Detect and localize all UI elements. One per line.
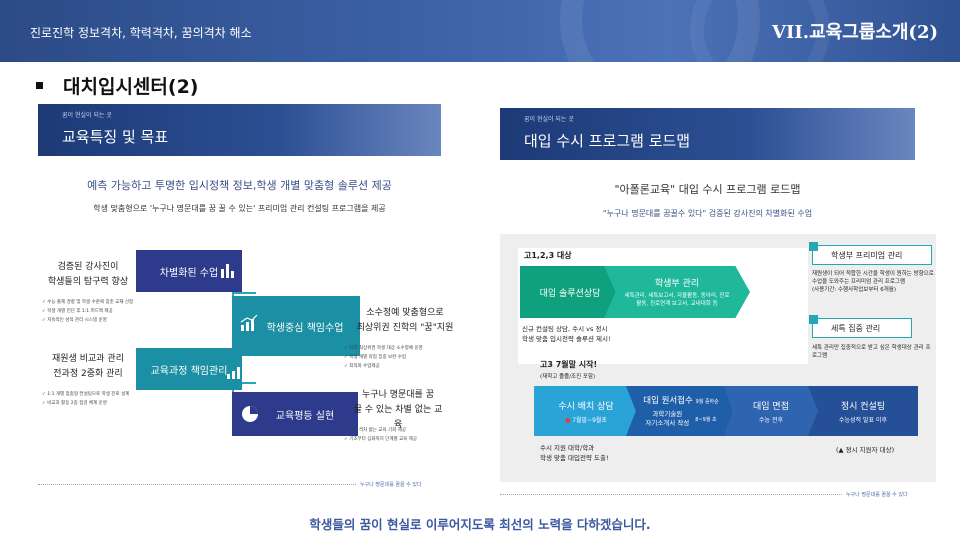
step-application: 대입 원서접수 9월 중하순 과학기술원 자기소개서 작성 8~9월 초	[626, 386, 736, 436]
pill-curriculum-management: 교육과정 책임관리	[136, 348, 242, 390]
note-item: 수능 출제 경향 및 학생 수준에 맞춘 교재 선정	[42, 300, 133, 307]
page-header: 진로진학 정보격차, 학력격차, 꿈의격차 해소 VII.교육그룹소개(2)	[0, 0, 960, 62]
dotted-divider	[38, 484, 356, 485]
step-sub: 수능 전후	[759, 416, 783, 424]
note-item: 학생 개별 진단 후 1:1 피드백 제공	[42, 309, 113, 316]
step-sub-row: 과학기술원 자기소개서 작성 8~9월 초	[645, 410, 716, 428]
right-subline: "누구나 명문대를 꿈꿀수 있다" 검증된 강사진의 차별화된 수업	[602, 209, 813, 218]
left-banner-title: 교육특징 및 목표	[62, 128, 169, 146]
marker-square	[809, 315, 818, 324]
pill-differentiated-class: 차별화된 수업	[136, 250, 242, 292]
header-subtitle: 진로진학 정보격차, 학력격차, 꿈의격차 해소	[30, 26, 252, 40]
right-label-1: 소수정예 맞춤형으로 최상위권 진학의 "꿈"지원	[356, 308, 454, 333]
note-item: 지속적인 성적 관리 시스템 운영	[42, 318, 107, 325]
step1-note: 신규 컨설팅 상담, 수시 vs 정시 학생 맞춤 입시전략 솔루션 제시!	[522, 325, 611, 343]
step-period: ● 7월말~9월초	[565, 415, 607, 424]
note-item: 지역 최상위권 학생 대상 소수정예 운영	[344, 346, 422, 353]
dot-icon: ●	[565, 416, 571, 424]
right-banner: 꿈이 현실이 되는 곳 대입 수시 프로그램 로드맵	[500, 108, 915, 160]
note-item: 1:1 개별 맞춤형 컨설팅으로 학생 진로 설계	[42, 392, 129, 399]
right-banner-tagline: 꿈이 현실이 되는 곳	[524, 116, 574, 123]
left-footer-note: 누구나 명문대를 꿈꿀 수 있다	[360, 482, 422, 488]
side2-desc: 세특 관리만 집중적으로 받고 싶은 학생대상 관리 프로그램	[812, 345, 931, 359]
growth-chart-icon	[240, 314, 258, 331]
step-period-text: 7월말~9월초	[572, 416, 607, 424]
pie-chart-icon	[242, 406, 258, 422]
step-regular-consult: 정시 컨설팅 수능성적 발표 이후	[808, 386, 918, 436]
note-item: 최적화 수업제공	[344, 364, 379, 371]
pill-label: 교육과정 책임관리	[150, 365, 228, 377]
left-banner-tagline: 꿈이 현실이 되는 곳	[62, 112, 112, 119]
pill-label: 교육평등 실현	[275, 410, 335, 422]
note-item: 기초부터 심화까지 단계별 교육 제공	[344, 437, 417, 444]
header-decoration	[690, 0, 830, 62]
right-banner-title: 대입 수시 프로그램 로드맵	[524, 132, 691, 150]
left-label-2: 재원생 비교과 관리 전과정 2중화 관리	[52, 354, 124, 379]
pill-student-centered: 학생중심 책임수업	[232, 296, 360, 356]
step-title-row: 대입 원서접수 9월 중하순	[643, 394, 719, 406]
group2-sub: (재학고 졸졸/조진 포함)	[540, 374, 596, 380]
trend-chart-icon	[227, 367, 240, 379]
side-box-title: 학생부 프리미엄 관리	[831, 250, 903, 260]
dotted-divider	[500, 494, 842, 495]
step-sub: 수능성적 발표 이후	[839, 416, 887, 424]
step-label: 대입 솔루션상담	[539, 288, 601, 299]
right-headline: "아폴론교육" 대입 수시 프로그램 로드맵	[614, 183, 801, 196]
left-banner: 꿈이 현실이 되는 곳 교육특징 및 목표	[38, 104, 441, 156]
bar-chart-icon	[221, 264, 234, 278]
step-interview: 대입 면접 수능 전후	[724, 386, 818, 436]
note-item: 학생 개별 약점 집중 보완 수업	[344, 355, 406, 362]
chapter-title: VII.교육그룹소개(2)	[772, 22, 938, 43]
pill-education-equality: 교육평등 실현	[232, 392, 358, 436]
step-title: 대입 면접	[753, 401, 789, 412]
pill-label: 차별화된 수업	[159, 267, 219, 279]
step-student-record: 학생부 관리 세특관리, 세특보고서, 자율활동, 동아리, 진로활동, 진로연…	[604, 266, 750, 318]
step-sub: 과학기술원 자기소개서 작성	[645, 410, 690, 427]
side-box-title: 세특 집중 관리	[831, 323, 881, 333]
section-title-text: 대치입시센터(2)	[63, 76, 199, 98]
left-subline: 학생 맞춤형으로 '누구나 명문대를 꿈 꿀 수 있는' 프리미엄 관리 컨설팅…	[93, 204, 386, 213]
step-title: 학생부 관리	[654, 279, 700, 289]
section-title: 대치입시센터(2)	[36, 72, 198, 99]
bullet-icon	[36, 82, 43, 89]
side1-desc: 재원생이 되어 적합한 시간을 학생이 원하는 방향으로 수업을 도와주는 프리…	[812, 271, 934, 293]
right-footer-note: 누구나 명문대를 꿈꿀 수 있다	[846, 492, 908, 498]
s4-note: (▲ 정시 지원자 대상)	[836, 446, 895, 454]
step-title: 대입 원서접수	[643, 396, 693, 406]
right-label-2: 누구나 명문대를 꿈 꿀 수 있는 차별 없는 교육	[353, 390, 443, 430]
step-early-admission-consult: 수시 배치 상담 ● 7월말~9월초	[534, 386, 638, 436]
marker-square	[809, 242, 818, 251]
left-headline: 예측 가능하고 투명한 입시정책 정보,학생 개별 맞춤형 솔루션 제공	[87, 179, 392, 192]
step-sub-period: 8~9월 초	[695, 416, 717, 423]
step-title: 수시 배치 상담	[558, 401, 614, 412]
step-title: 정시 컨설팅	[840, 401, 886, 412]
step-desc: 세특관리, 세특보고서, 자율활동, 동아리, 진로활동, 진로연계 보고서, …	[624, 293, 730, 307]
note-item: 지역 격차 없는 교육 기회 제공	[344, 428, 406, 435]
group1-label: 고1,2,3 대상	[524, 251, 572, 260]
step-solution-consult: 대입 솔루션상담	[520, 266, 620, 318]
group2-label: 고3 7월말 시작!	[540, 360, 598, 369]
s1-note: 수시 지원 대학/학과 학생 맞춤 대입전략 도출!	[540, 444, 609, 462]
left-label-1: 검증된 강사진이 학생들의 탐구력 향상	[47, 262, 129, 287]
step-period: 9월 중하순	[695, 399, 719, 405]
pill-label: 학생중심 책임수업	[266, 322, 344, 334]
footer-slogan: 학생들의 꿈이 현실로 이루어지도록 최선의 노력을 다하겠습니다.	[309, 517, 651, 532]
side-premium-box: 학생부 프리미엄 관리	[809, 242, 932, 265]
note-item: 비교과 활동 2중 점검 체계 운영	[42, 401, 107, 408]
side-detail-box: 세특 집중 관리	[809, 315, 912, 338]
